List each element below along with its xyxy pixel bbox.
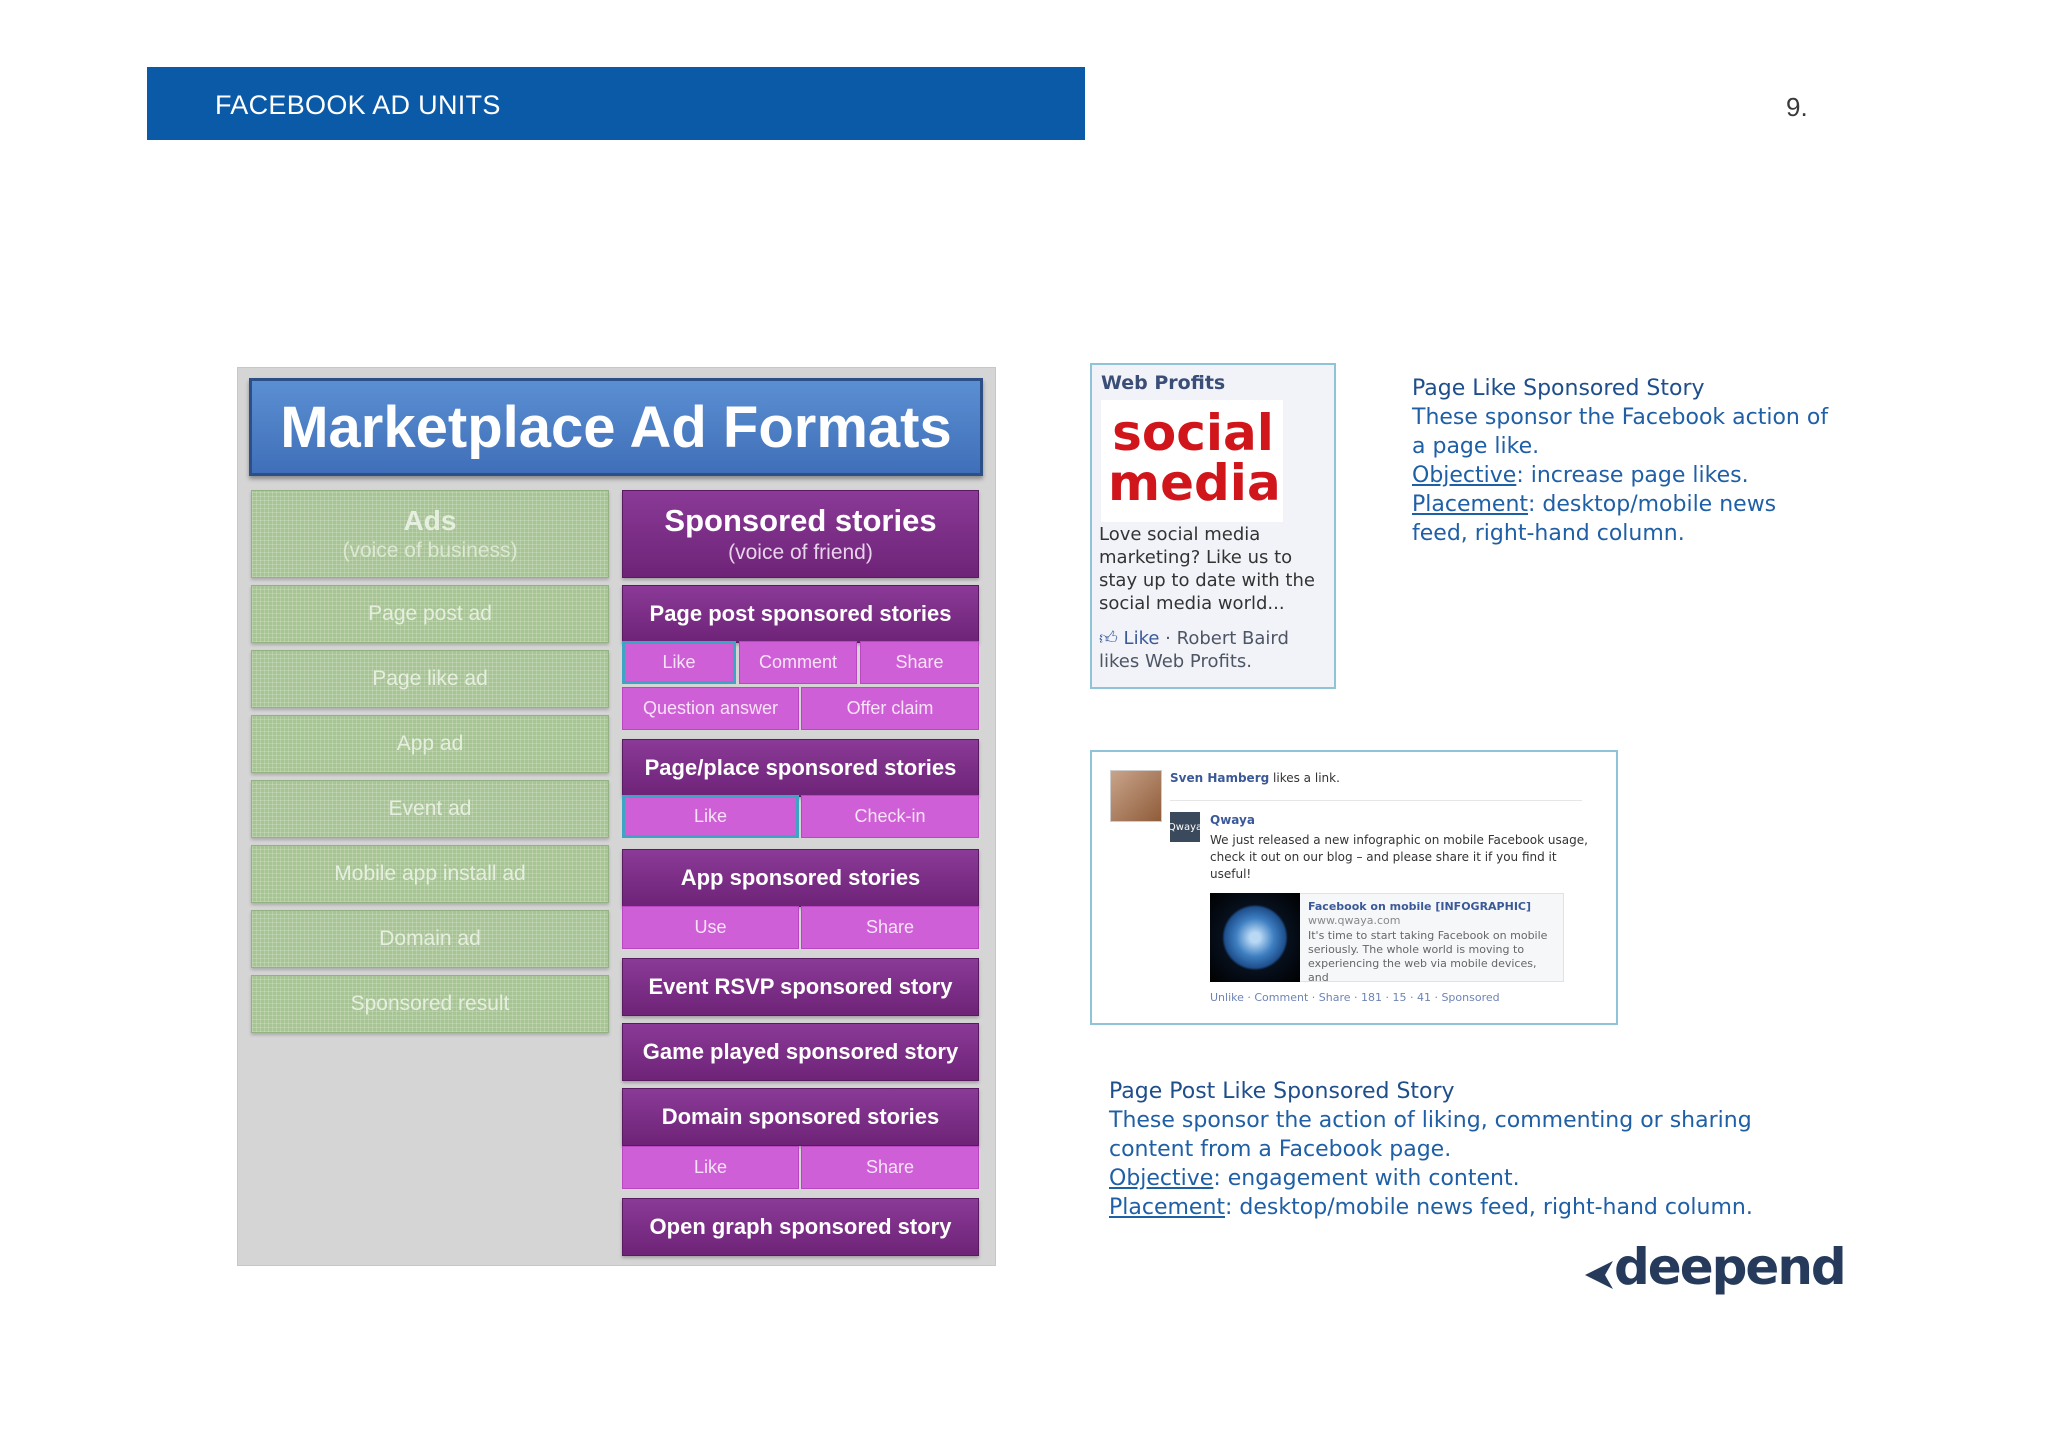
ad-format-item: Page like ad — [251, 650, 609, 708]
post-text: We just released a new infographic on mo… — [1210, 833, 1588, 881]
divider — [1170, 800, 1582, 801]
ad-format-item: App ad — [251, 715, 609, 773]
game-played-story: Game played sponsored story — [622, 1023, 979, 1081]
social-media-logo — [1101, 400, 1283, 522]
placement-label: Placement — [1109, 1195, 1226, 1220]
ads-heading: Ads — [403, 505, 457, 536]
page-place-checkin: Check-in — [801, 795, 979, 838]
event-rsvp-story: Event RSVP sponsored story — [622, 958, 979, 1016]
page-post-offer-claim: Offer claim — [801, 687, 979, 730]
page-place-stories: Page/place sponsored stories — [622, 739, 979, 797]
domain-share: Share — [801, 1146, 979, 1189]
marketplace-title-box — [249, 378, 983, 476]
app-share: Share — [801, 906, 979, 949]
page-post-like-story-text: Page Post Like Sponsored Story These spo… — [1109, 1077, 1829, 1222]
page-post-like-story-body: These sponsor the action of liking, comm… — [1109, 1108, 1752, 1162]
web-profits-like-row: 👍︎ Like · Robert Baird likes Web Profits… — [1099, 627, 1329, 673]
stories-heading: Sponsored stories — [664, 503, 937, 538]
page-like-story-placement: Placement: desktop/mobile news feed, rig… — [1412, 490, 1832, 548]
objective-label: Objective — [1412, 463, 1517, 488]
social-media-logo-line2: media — [1108, 454, 1281, 512]
app-use: Use — [622, 906, 799, 949]
post-actions[interactable]: Unlike · Comment · Share · 181 · 15 · 41… — [1210, 991, 1500, 1004]
page-like-story-heading: Page Like Sponsored Story — [1412, 376, 1705, 401]
page-post-stories: Page post sponsored stories — [622, 585, 979, 643]
objective-label: Objective — [1109, 1166, 1214, 1191]
domain-like: Like — [622, 1146, 799, 1189]
placement-text: : desktop/mobile news feed, right-hand c… — [1412, 492, 1777, 546]
page-like-story-body: These sponsor the Facebook action of a p… — [1412, 405, 1829, 459]
ad-format-item: Page post ad — [251, 585, 609, 643]
page-post-like-story-placement: Placement: desktop/mobile news feed, rig… — [1109, 1193, 1829, 1222]
link-url: www.qwaya.com — [1308, 914, 1401, 927]
like-link[interactable]: Like — [1123, 628, 1160, 649]
page-place-like: Like — [622, 795, 799, 838]
ad-format-item: Sponsored result — [251, 975, 609, 1033]
thumbs-up-icon: 👍︎ — [1099, 628, 1118, 649]
page-like-story-objective: Objective: increase page likes. — [1412, 461, 1832, 490]
deepend-logo: deepend — [1614, 1238, 1847, 1296]
ads-subheading: (voice of business) — [342, 539, 518, 562]
ad-format-item: Event ad — [251, 780, 609, 838]
like-social-text: · Robert Baird likes Web Profits. — [1099, 628, 1289, 672]
page-post-question-answer: Question answer — [622, 687, 799, 730]
globe-image — [1210, 893, 1300, 982]
objective-text: : engagement with content. — [1213, 1166, 1520, 1191]
page-post-share: Share — [860, 641, 979, 684]
domain-stories: Domain sponsored stories — [622, 1088, 979, 1146]
open-graph-story: Open graph sponsored story — [622, 1198, 979, 1256]
page-number: 9. — [1786, 92, 1808, 122]
ads-heading-box: Ads (voice of business) — [251, 490, 609, 578]
post-page-name[interactable]: Qwaya — [1210, 813, 1255, 827]
app-stories: App sponsored stories — [622, 849, 979, 907]
placement-label: Placement — [1412, 492, 1529, 517]
ad-format-item: Domain ad — [251, 910, 609, 968]
page-like-story-text: Page Like Sponsored Story These sponsor … — [1412, 374, 1832, 548]
page-post-like: Like — [622, 641, 736, 684]
header-band — [147, 67, 1085, 140]
web-profits-description: Love social media marketing? Like us to … — [1099, 524, 1315, 614]
stories-subheading: (voice of friend) — [728, 541, 873, 564]
marketplace-title: Marketplace Ad Formats — [280, 394, 952, 460]
web-profits-title: Web Profits — [1101, 372, 1226, 394]
page-logo: Qwaya — [1168, 812, 1202, 842]
link-title[interactable]: Facebook on mobile [INFOGRAPHIC] — [1308, 900, 1532, 913]
placement-text: : desktop/mobile news feed, right-hand c… — [1225, 1195, 1753, 1220]
stories-heading-box: Sponsored stories (voice of friend) — [622, 490, 979, 578]
social-media-logo-line1: social — [1112, 404, 1274, 462]
page-post-like-story-objective: Objective: engagement with content. — [1109, 1164, 1829, 1193]
avatar — [1110, 770, 1162, 822]
ad-format-item: Mobile app install ad — [251, 845, 609, 903]
post-header: Sven Hamberg likes a link. — [1170, 770, 1340, 787]
post-user-name[interactable]: Sven Hamberg — [1170, 771, 1270, 785]
objective-text: : increase page likes. — [1516, 463, 1749, 488]
deepend-mark-icon — [1585, 1261, 1613, 1289]
page-title: FACEBOOK AD UNITS — [215, 90, 501, 120]
page-post-like-story-heading: Page Post Like Sponsored Story — [1109, 1079, 1455, 1104]
page-post-comment: Comment — [739, 641, 857, 684]
link-description: It's time to start taking Facebook on mo… — [1308, 929, 1548, 984]
post-user-action: likes a link. — [1273, 771, 1340, 785]
